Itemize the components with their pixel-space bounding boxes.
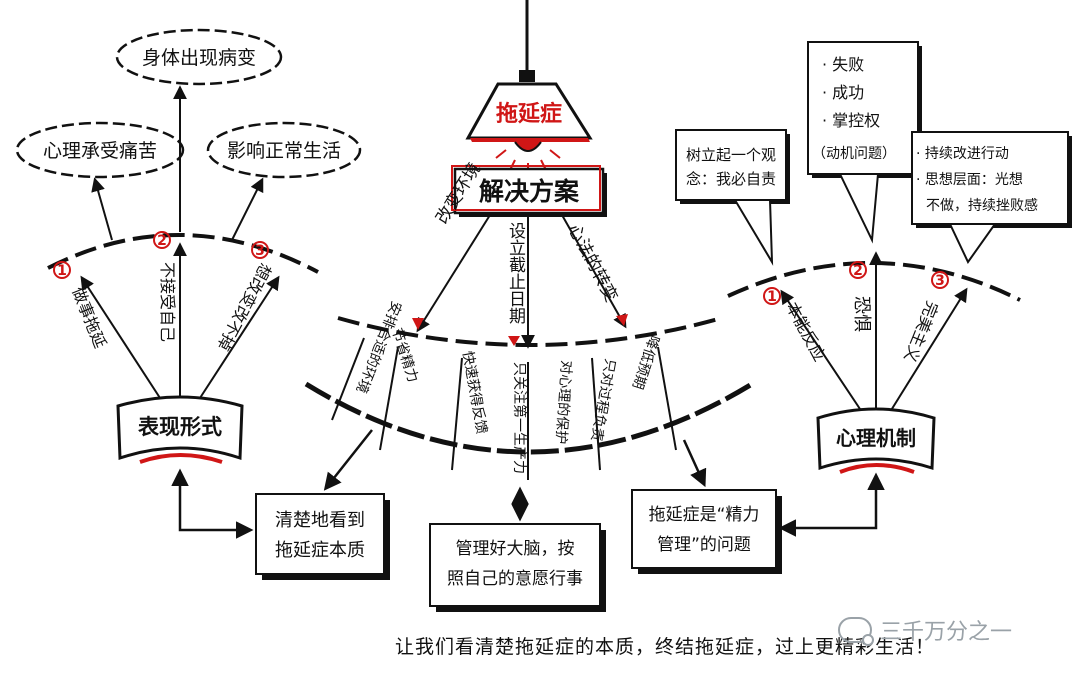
center-rim-5: 对心理的保护: [552, 360, 574, 445]
lamp-label: 拖延症: [496, 101, 562, 127]
right-note-2-line4: （动机问题）: [812, 146, 896, 162]
box-right: [631, 489, 777, 569]
right-num-2: 2: [853, 263, 863, 279]
right-note-1-line1: 树立起一个观: [686, 146, 776, 164]
right-hub: 心理机制: [836, 426, 916, 450]
left-spoke-3: 想改变改不掉: [213, 260, 275, 354]
box-middle-line2: 照自己的意愿行事: [447, 569, 583, 589]
right-fan: 树立起一个观 念：我必自责 · 失败 · 成功 · 掌控权 （动机问题） · 持…: [675, 41, 1072, 474]
box-right-line2: 管理”的问题: [657, 535, 751, 555]
right-note-2-line2: · 成功: [822, 83, 864, 102]
right-note-3-line2: · 思想层面：光想: [916, 172, 1023, 188]
right-note-2-line3: · 掌控权: [822, 111, 880, 130]
center-rim-7: 降低预期: [629, 333, 662, 391]
center-rim-4: 只关注第一生产力: [511, 362, 528, 474]
right-note-2: · 失败 · 成功 · 掌控权 （动机问题）: [807, 41, 922, 244]
lamp: 拖延症: [465, 0, 593, 174]
bottom-boxes: 清楚地看到 拖延症本质 管理好大脑，按 照自己的意愿行事 拖延症是“精力 管理”…: [171, 429, 885, 612]
right-num-3: 3: [935, 273, 945, 289]
right-note-1: 树立起一个观 念：我必自责: [675, 129, 790, 266]
right-note-3-line3: 不做，持续挫败感: [926, 197, 1038, 214]
center-spoke-3: 心法的转变: [564, 221, 622, 305]
right-note-3: · 持续改进行动 · 思想层面：光想 不做，持续挫败感: [911, 131, 1072, 264]
right-note-2-line1: · 失败: [822, 55, 864, 74]
chat-bubble-icon: [838, 617, 874, 646]
box-middle: [429, 523, 601, 607]
right-num-1: 1: [767, 289, 777, 305]
left-cloud-2: 心理承受痛苦: [15, 121, 185, 179]
center-fan: 解决方案 改变环境 设立截止日期 心法的转变 安排合适的环境 节省精力 快速获得…: [304, 159, 754, 480]
left-fan: 身体出现病变 心理承受痛苦 影响正常生活 1 2 3 做事拖延 不接受自己: [15, 28, 362, 464]
box-left-line1: 清楚地看到: [275, 510, 365, 531]
left-num-3: 3: [255, 243, 265, 259]
box-middle-line1: 管理好大脑，按: [456, 539, 575, 559]
left-cloud-3-text: 影响正常生活: [227, 140, 341, 162]
center-title-box: [453, 167, 605, 215]
center-spoke-2: 设立截止日期: [505, 222, 526, 325]
left-cloud-1: 身体出现病变: [115, 28, 283, 86]
footer-text: 让我们看清楚拖延症的本质，终结拖延症，过上更精彩生活！: [395, 636, 936, 658]
right-spoke-2: 恐惧: [851, 296, 872, 332]
left-spoke-1: 做事拖延: [68, 284, 110, 350]
right-note-3-line1: · 持续改进行动: [916, 145, 1009, 162]
left-cloud-3: 影响正常生活: [206, 121, 362, 179]
left-cloud-2-text: 心理承受痛苦: [43, 140, 157, 162]
left-spoke-2: 不接受自己: [158, 262, 177, 342]
box-left: [255, 493, 385, 575]
left-hub: 表现形式: [138, 415, 222, 439]
right-spoke-1: 本能反应: [782, 299, 829, 364]
watermark-text: 三千万分之一: [880, 620, 1013, 645]
box-right-line1: 拖延症是“精力: [649, 505, 760, 525]
right-spoke-3: 完美主义: [900, 299, 942, 365]
left-cloud-1-text: 身体出现病变: [142, 47, 256, 69]
left-num-2: 2: [157, 233, 167, 249]
box-left-line2: 拖延症本质: [275, 540, 365, 561]
center-rim-3: 快速获得反馈: [459, 350, 490, 436]
center-title: 解决方案: [479, 177, 580, 206]
right-note-1-line2: 念：我必自责: [686, 170, 776, 188]
watermark: 三千万分之一: [838, 610, 1070, 650]
left-num-1: 1: [57, 263, 67, 279]
